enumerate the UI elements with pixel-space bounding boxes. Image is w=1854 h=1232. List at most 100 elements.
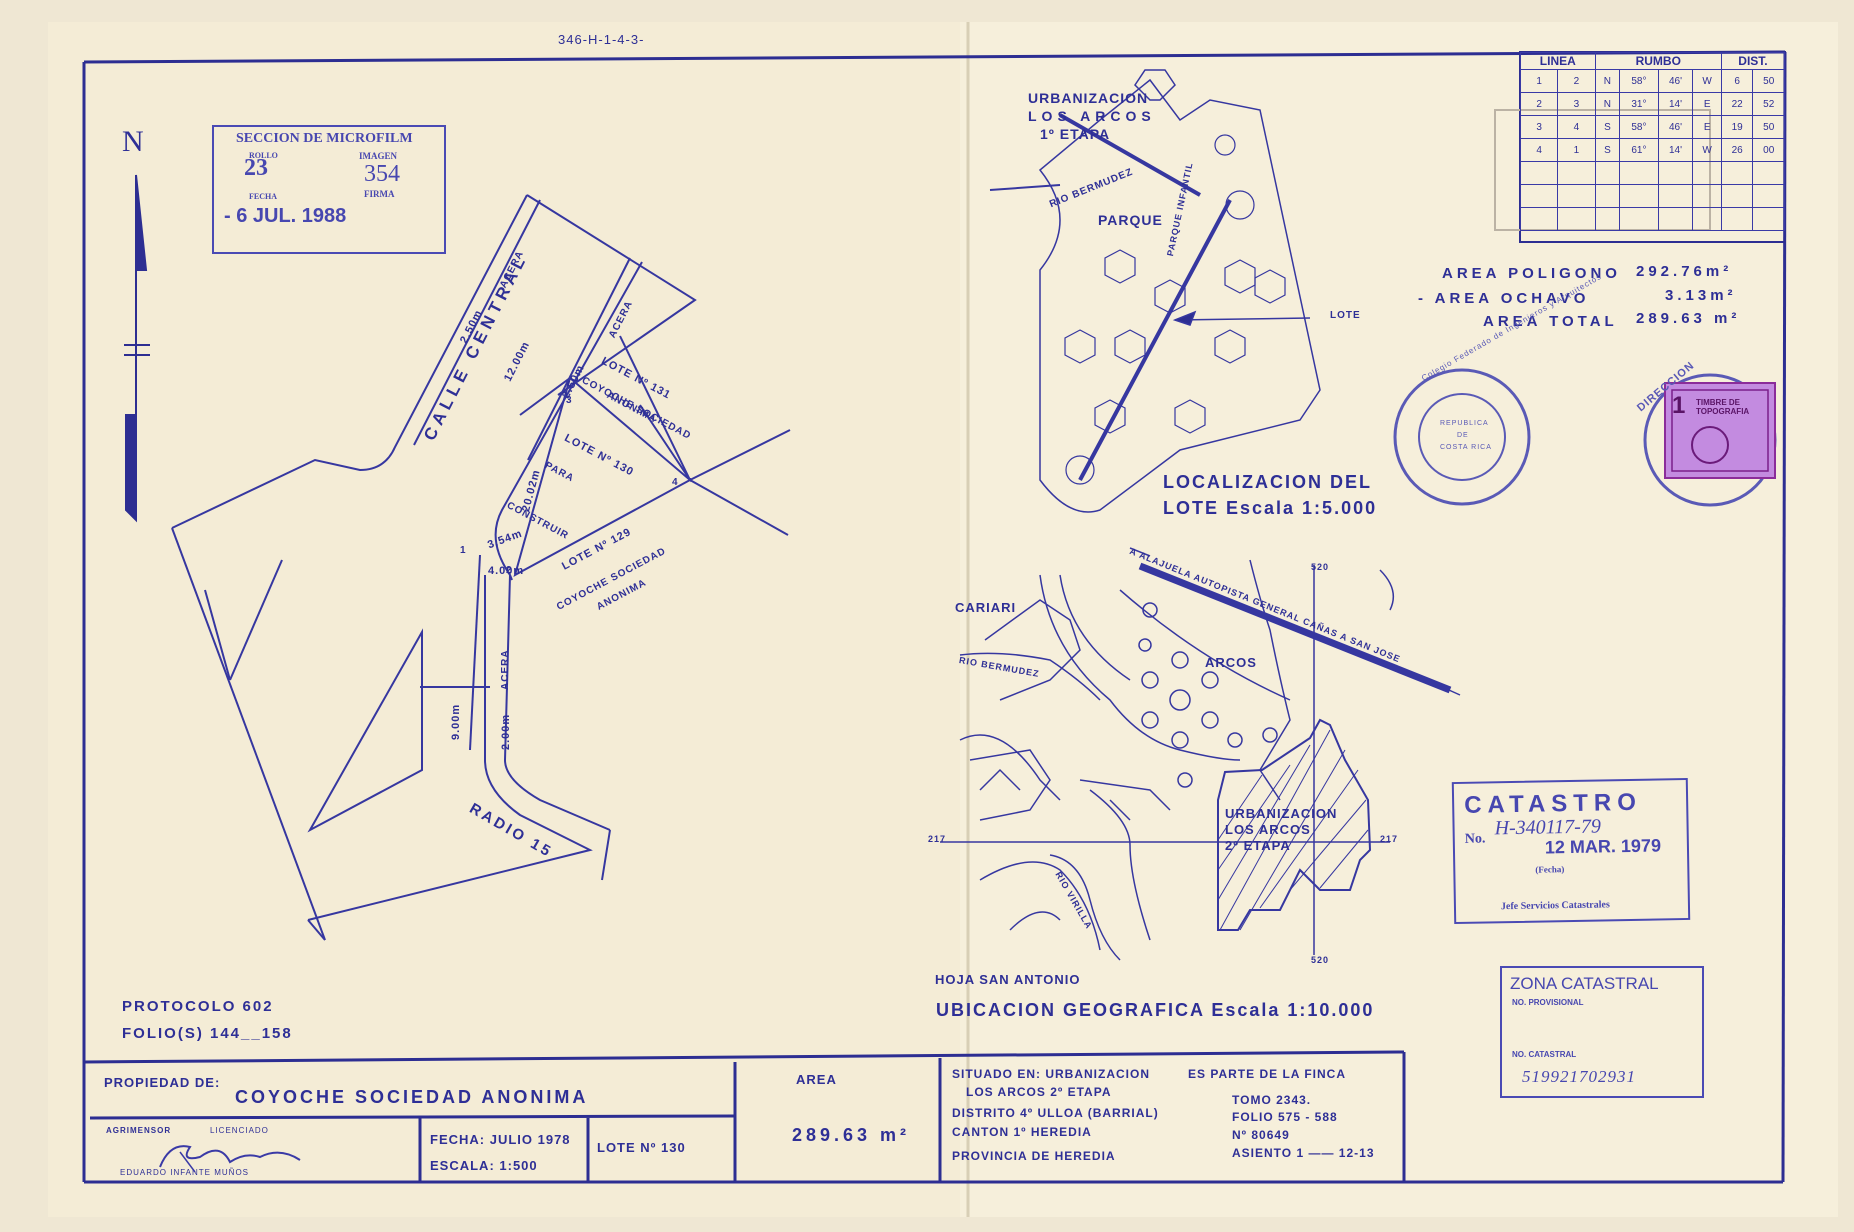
microfilm-stamp: SECCION DE MICROFILM ROLLO 23 IMAGEN 354… <box>212 125 446 254</box>
finca-3: FOLIO 575 - 588 <box>1232 1110 1338 1124</box>
area-total-value: 289.63 m² <box>1636 310 1741 327</box>
document-reference: 346-H-1-4-3- <box>558 32 645 47</box>
geo-grid-217: 217 <box>928 834 947 844</box>
cell: 1 <box>1519 69 1559 93</box>
vertex-1: 1 <box>460 545 467 556</box>
propiedad-label: PROPIEDAD DE: <box>104 1075 221 1090</box>
title-block-grid <box>83 1050 1406 1182</box>
north-label: N <box>122 125 146 158</box>
cell: E <box>1692 115 1722 139</box>
cell: 50 <box>1752 69 1785 93</box>
cell: N <box>1594 69 1621 93</box>
escala: ESCALA: 1:500 <box>430 1158 538 1173</box>
cell: W <box>1692 138 1722 162</box>
lote-number: LOTE Nº 130 <box>597 1140 686 1155</box>
finca-1: ES PARTE DE LA FINCA <box>1188 1067 1347 1081</box>
geo-grid-520b: 520 <box>1311 955 1330 965</box>
cell: 6 <box>1720 69 1754 93</box>
loc-title-2: LOTE Escala 1:5.000 <box>1163 498 1378 518</box>
geo-grid-217b: 217 <box>1380 834 1399 844</box>
street-plan <box>171 194 791 941</box>
area-value: 289.63 m² <box>792 1125 911 1145</box>
hdr-rumbo: RUMBO <box>1594 52 1722 70</box>
cell: S <box>1594 138 1621 162</box>
cell: 19 <box>1720 115 1754 139</box>
cell: S <box>1594 115 1621 139</box>
signature <box>159 1145 301 1173</box>
cell: 22 <box>1720 92 1754 116</box>
cell: 1 <box>1557 138 1596 162</box>
loc-urb-line2: LOS ARCOS <box>1028 108 1156 124</box>
cell: 4 <box>1557 115 1596 139</box>
zona-cat-label: NO. CATASTRAL <box>1512 1050 1577 1059</box>
vertex-3: 3 <box>566 395 573 406</box>
acera-label-3: ACERA <box>500 649 511 690</box>
cell: N <box>1594 92 1621 116</box>
geo-hoja: HOJA SAN ANTONIO <box>935 972 1081 987</box>
geo-map <box>940 547 1461 961</box>
geo-title: UBICACION GEOGRAFICA Escala 1:10.000 <box>936 1000 1375 1020</box>
cell: 4 <box>1519 138 1559 162</box>
licenciado-label: LICENCIADO <box>210 1126 269 1135</box>
situado-4: CANTON 1º HEREDIA <box>952 1125 1092 1139</box>
area-total-label: AREA TOTAL <box>1483 313 1618 330</box>
cell: 14' <box>1657 138 1694 162</box>
catastro-title: CATASTRO <box>1463 788 1643 819</box>
seal-direccion <box>1643 373 1777 507</box>
location-map <box>989 69 1321 513</box>
loc-lote: LOTE <box>1330 310 1361 321</box>
seal-center-3: COSTA RICA <box>1440 444 1492 451</box>
seal-center-2: DE <box>1457 432 1469 439</box>
finca-2: TOMO 2343. <box>1232 1093 1312 1107</box>
area-poligono-value: 292.76m² <box>1636 263 1733 280</box>
imagen-value: 354 <box>364 161 400 187</box>
cell: 26 <box>1720 138 1754 162</box>
finca-5: ASIENTO 1 —— 12-13 <box>1232 1146 1375 1160</box>
cell: 58° <box>1619 115 1659 139</box>
zona-prov-label: NO. PROVISIONAL <box>1512 998 1584 1007</box>
area-label: AREA <box>796 1072 837 1087</box>
cell: 50 <box>1752 115 1785 139</box>
area-ochavo-value: 3.13m² <box>1665 287 1737 304</box>
area-ochavo-label: - AREA OCHAVO <box>1418 290 1590 307</box>
geo-cariari: CARIARI <box>955 600 1017 615</box>
fecha-value: - 6 JUL. 1988 <box>224 205 347 227</box>
zona-title: ZONA CATASTRAL <box>1510 974 1659 993</box>
zona-catastral-stamp: ZONA CATASTRAL NO. PROVISIONAL NO. CATAS… <box>1500 966 1704 1098</box>
situado-2: LOS ARCOS 2º ETAPA <box>966 1085 1112 1099</box>
finca-4: Nº 80649 <box>1232 1128 1290 1142</box>
zona-cat-value: 519921702931 <box>1522 1067 1636 1086</box>
loc-title-1: LOCALIZACION DEL <box>1163 472 1372 492</box>
catastro-fecha-label: (Fecha) <box>1535 864 1565 875</box>
cell: 14' <box>1657 92 1694 116</box>
geo-urb-2: LOS ARCOS <box>1225 822 1311 837</box>
timbre-name: TIMBRE DE TOPOGRAFIA <box>1696 398 1750 416</box>
rollo-value: 23 <box>244 155 268 181</box>
propiedad-value: COYOCHE SOCIEDAD ANONIMA <box>235 1087 589 1107</box>
cell: 46' <box>1657 69 1694 93</box>
geo-arcos: ARCOS <box>1205 655 1257 670</box>
imagen-label: IMAGEN <box>359 151 397 161</box>
catastro-jefe: Jefe Servicios Catastrales <box>1500 899 1610 913</box>
loc-urb-line1: URBANIZACION <box>1028 90 1149 106</box>
cell: 3 <box>1557 92 1596 116</box>
seal-center-1: REPUBLICA <box>1440 420 1489 427</box>
dim-9-00: 9.00m <box>450 703 462 740</box>
cell: 46' <box>1657 115 1694 139</box>
timbre-value: 1 <box>1672 392 1688 419</box>
cell: 52 <box>1752 92 1785 116</box>
situado-1: SITUADO EN: URBANIZACION <box>952 1067 1150 1081</box>
protocolo: PROTOCOLO 602 <box>122 998 274 1015</box>
situado-3: DISTRITO 4º ULLOA (BARRIAL) <box>952 1106 1159 1120</box>
folios: FOLIO(S) 144__158 <box>122 1025 293 1042</box>
agrimensor-label: AGRIMENSOR <box>106 1126 172 1135</box>
situado-5: PROVINCIA DE HEREDIA <box>952 1149 1116 1163</box>
cell: 00 <box>1752 138 1785 162</box>
hdr-linea: LINEA <box>1520 52 1596 70</box>
vertex-4: 4 <box>672 477 679 488</box>
cell: 61° <box>1619 138 1659 162</box>
loc-urb-line3: 1º ETAPA <box>1040 126 1111 142</box>
